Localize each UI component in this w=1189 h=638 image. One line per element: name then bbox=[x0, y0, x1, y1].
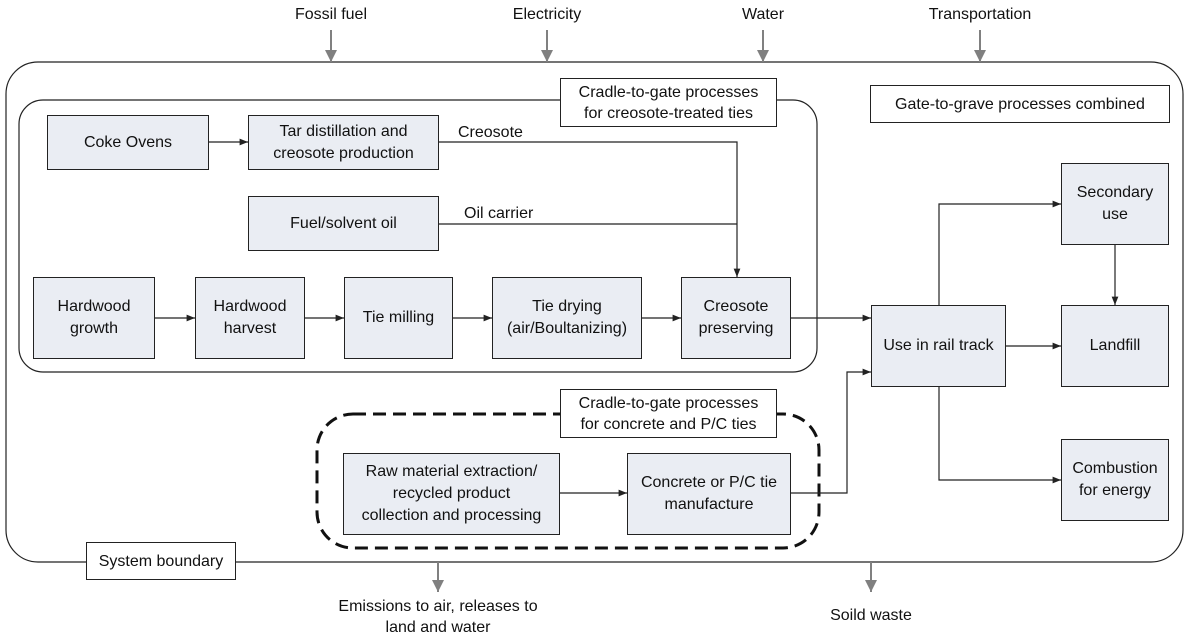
concrete-to-use-arrow bbox=[791, 368, 871, 494]
emissions-label: Emissions to air, releases to land and w… bbox=[338, 598, 538, 636]
hardwood-growth-box: Hardwood growth bbox=[33, 277, 155, 359]
tar-distillation-box: Tar distillation and creosote production bbox=[248, 115, 439, 170]
combustion-box: Combustion for energy bbox=[1061, 439, 1169, 521]
solid-waste-label: Soild waste bbox=[830, 607, 912, 624]
tie-milling-box: Tie milling bbox=[344, 277, 453, 359]
system-boundary-label: System boundary bbox=[86, 542, 236, 580]
creosote-flow-line bbox=[438, 141, 741, 277]
system-boundary-frame bbox=[5, 61, 1184, 563]
electricity-label: Electricity bbox=[512, 6, 582, 23]
fuel-solvent-oil-box: Fuel/solvent oil bbox=[248, 196, 439, 251]
landfill-box: Landfill bbox=[1061, 305, 1169, 387]
water-label: Water bbox=[741, 6, 785, 23]
use-to-secondary-arrow bbox=[938, 200, 1061, 305]
secondary-use-box: Secondary use bbox=[1061, 163, 1169, 245]
creosote-preserving-box: Creosote preserving bbox=[681, 277, 791, 359]
raw-material-box: Raw material extraction/ recycled produc… bbox=[343, 453, 560, 535]
use-in-rail-track-box: Use in rail track bbox=[871, 305, 1006, 387]
hardwood-harvest-box: Hardwood harvest bbox=[195, 277, 305, 359]
concrete-manufacture-box: Concrete or P/C tie manufacture bbox=[627, 453, 791, 535]
transportation-label: Transportation bbox=[928, 6, 1032, 23]
gate-to-grave-label: Gate-to-grave processes combined bbox=[870, 85, 1170, 123]
fossil-fuel-label: Fossil fuel bbox=[294, 6, 368, 23]
tie-drying-box: Tie drying (air/Boultanizing) bbox=[492, 277, 642, 359]
creosote-group-label: Cradle-to-gate processes for creosote-tr… bbox=[560, 78, 777, 127]
oil-carrier-flow-label: Oil carrier bbox=[464, 205, 534, 222]
creosote-flow-label: Creosote bbox=[458, 124, 523, 141]
coke-ovens-box: Coke Ovens bbox=[47, 115, 209, 170]
use-to-combustion-arrow bbox=[938, 387, 1061, 484]
creosote-group-frame bbox=[18, 99, 818, 373]
concrete-group-frame bbox=[315, 412, 821, 550]
concrete-group-label: Cradle-to-gate processes for concrete an… bbox=[560, 389, 777, 438]
